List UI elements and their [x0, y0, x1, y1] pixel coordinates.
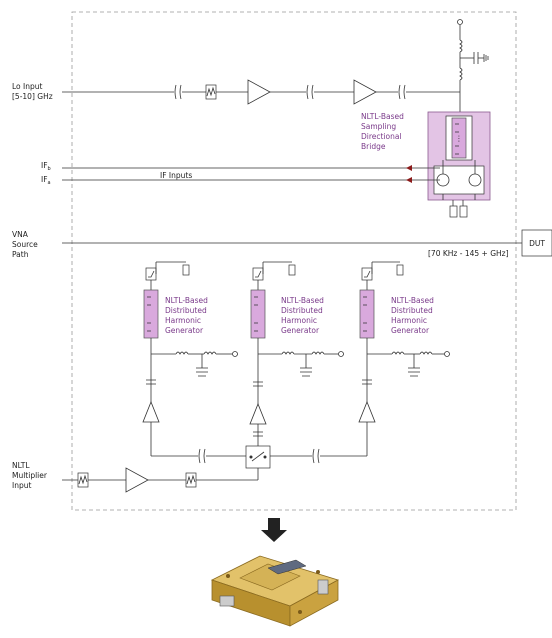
- if-lines: [62, 165, 440, 183]
- gen2-label-4: Generator: [281, 326, 320, 335]
- nltl-input-label-2: Multiplier: [12, 471, 48, 480]
- if-a-label: IFa: [41, 175, 51, 186]
- bridge-label-3: Directional: [361, 132, 402, 141]
- gen2-label-1: NLTL-Based: [281, 296, 324, 305]
- hardware-module-image: [212, 556, 338, 626]
- gen3-label-3: Harmonic: [391, 316, 427, 325]
- vna-label-2: Source: [12, 240, 38, 249]
- if-inputs-label: IF Inputs: [160, 171, 192, 180]
- splitter-network: [151, 446, 367, 480]
- gen3-label-2: Distributed: [391, 306, 433, 315]
- vna-label-3: Path: [12, 250, 29, 259]
- bridge-label-4: Bridge: [361, 142, 386, 151]
- gen2-label-2: Distributed: [281, 306, 323, 315]
- nltl-input-label-3: Input: [12, 481, 31, 490]
- lo-input-label-2: [5-10] GHz: [12, 92, 53, 101]
- if-b-label: IFb: [41, 161, 51, 172]
- harmonic-generator-1: [143, 262, 238, 456]
- gen3-label-1: NLTL-Based: [391, 296, 434, 305]
- nltl-multiplier-input-chain: [62, 468, 258, 492]
- gen1-label-4: Generator: [165, 326, 204, 335]
- vna-label-1: VNA: [12, 230, 29, 239]
- freq-range-label: [70 KHz - 145 + GHz]: [428, 249, 509, 258]
- bridge-label-2: Sampling: [361, 122, 396, 131]
- gen2-label-3: Harmonic: [281, 316, 317, 325]
- gen1-label-2: Distributed: [165, 306, 207, 315]
- gen3-label-4: Generator: [391, 326, 430, 335]
- module-boundary: [72, 12, 516, 510]
- gen1-label-1: NLTL-Based: [165, 296, 208, 305]
- harmonic-generator-2: [250, 262, 344, 446]
- dut-label: DUT: [529, 239, 545, 248]
- down-arrow-icon: [261, 518, 287, 542]
- directional-bridge: ⋮: [428, 112, 490, 217]
- gen1-label-3: Harmonic: [165, 316, 201, 325]
- svg-text:⋮: ⋮: [455, 134, 463, 143]
- bridge-label-1: NLTL-Based: [361, 112, 404, 121]
- lo-input-chain: [62, 80, 460, 112]
- lo-input-label-1: Lo Input: [12, 82, 42, 91]
- harmonic-generator-3: [359, 262, 450, 456]
- bias-network: [458, 20, 489, 93]
- nltl-input-label-1: NLTL: [12, 461, 30, 470]
